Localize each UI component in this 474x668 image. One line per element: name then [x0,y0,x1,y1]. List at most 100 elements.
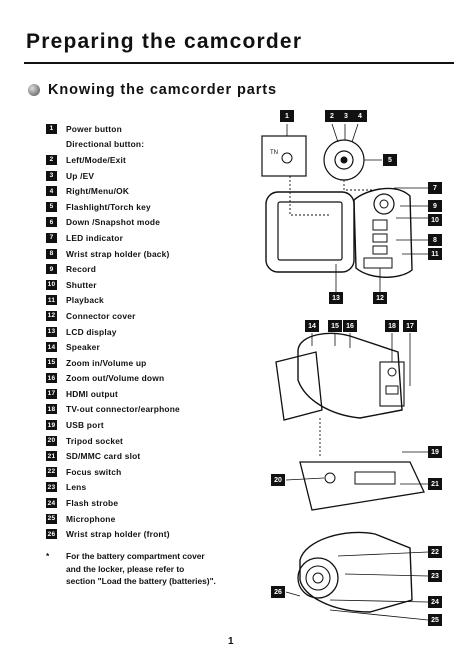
callout-24: 24 [428,596,442,608]
part-number: 4 [46,186,57,197]
part-label: Wrist strap holder (back) [66,248,170,259]
part-label: Zoom out/Volume down [66,373,165,384]
part-number: 14 [46,342,57,353]
power-button [281,152,293,164]
callout-1: 1 [280,110,294,122]
lens-center [312,572,324,584]
power-inset-label: TN [270,150,278,156]
title-rule [24,62,454,64]
part-label: USB port [66,420,104,431]
callout-23: 23 [428,570,442,582]
battery-footnote: * For the battery compartment cover and … [46,550,266,588]
usb-port [385,385,399,395]
part-label: Speaker [66,342,100,353]
callout-19: 19 [428,446,442,458]
leader-line [335,264,381,292]
tripod-socket [324,472,336,484]
leader-line [394,187,428,255]
part-item-5: 5 Flashlight/Torch key [46,199,266,215]
bottom-inset [299,461,425,511]
leader-line [331,123,359,143]
directional-pad [373,193,395,215]
part-label: Right/Menu/OK [66,186,130,197]
part-number: 26 [46,529,57,540]
leader-line [289,176,330,216]
part-label: Shutter [66,279,97,290]
part-label: Up /EV [66,170,95,181]
callout-10: 10 [428,214,442,226]
bullet-icon [28,84,40,96]
power-button-inset [261,135,307,177]
side-body [297,332,403,419]
part-label: Down /Snapshot mode [66,217,161,228]
part-label: Flash strobe [66,498,119,509]
callout-15: 15 [328,320,342,332]
callout-8: 8 [428,234,442,246]
record-button [372,219,388,231]
part-label: Flashlight/Torch key [66,201,151,212]
connector-cover [363,257,393,269]
part-label: Microphone [66,513,116,524]
callout-20: 20 [271,474,285,486]
camcorder-back-view [261,123,428,292]
callout-13: 13 [329,292,343,304]
camcorder-body [353,187,413,278]
callout-16: 16 [343,320,357,332]
callout-21: 21 [428,478,442,490]
part-label: Zoom in/Volume up [66,357,147,368]
part-label: Tripod socket [66,435,124,446]
part-number: 11 [46,295,57,306]
part-number: 3 [46,170,57,181]
callout-2: 2 [325,110,339,122]
part-number: 1 [46,123,57,134]
part-label: Directional button: [66,139,145,150]
footnote-marker: * [46,551,50,561]
part-label: Focus switch [66,466,122,477]
directional-button [334,150,354,170]
leader-line [343,180,378,191]
page-title: Preparing the camcorder [26,30,303,53]
lcd-panel-outline [265,191,355,273]
section-title: Knowing the camcorder parts [48,82,277,98]
callout-12: 12 [373,292,387,304]
callout-14: 14 [305,320,319,332]
part-label: Left/Mode/Exit [66,154,127,165]
part-label: Lens [66,482,87,493]
part-item-3: 3 Up /EV [46,168,266,184]
leader-line [285,477,428,485]
part-label: Playback [66,295,104,306]
part-number: 19 [46,420,57,431]
callout-25: 25 [428,614,442,626]
part-label: SD/MMC card slot [66,451,141,462]
part-number: 10 [46,279,57,290]
part-number: 13 [46,326,57,337]
part-number: 17 [46,388,57,399]
part-number: 16 [46,373,57,384]
part-number: 5 [46,201,57,212]
leader-line [311,333,411,386]
part-label: LED indicator [66,232,124,243]
part-label: Wrist strap holder (front) [66,529,170,540]
part-number: 18 [46,404,57,415]
part-item-19: 19 USB port [46,417,266,433]
callout-5: 5 [383,154,397,166]
part-item-10: 10 Shutter [46,277,266,293]
footnote-line: and the locker, please refer to [66,563,185,574]
part-label: Record [66,264,97,275]
